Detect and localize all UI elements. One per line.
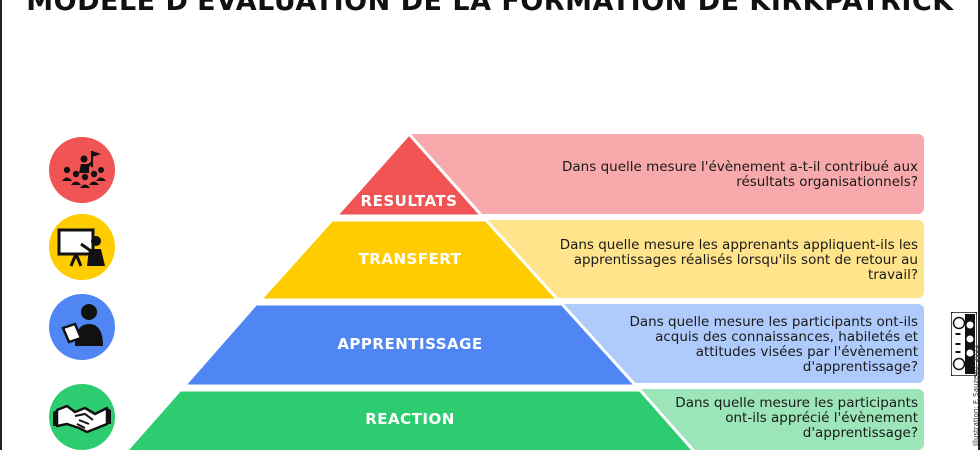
illustration-credit: Illustration: F. Sauzeau, 2022 <box>972 344 980 446</box>
page-title: MODÈLE D'ÉVALUATION DE LA FORMATION DE K… <box>26 0 954 17</box>
pyramid-level-reaction <box>125 388 695 450</box>
presenter-board-icon <box>49 214 115 280</box>
level-label-transfert: TRANSFERT <box>358 250 462 268</box>
question-reaction: Dans quelle mesure les participants ont-… <box>675 395 918 441</box>
leader-flag-group-icon <box>49 137 115 203</box>
level-label-apprentissage: APPRENTISSAGE <box>337 335 483 353</box>
cc-by-nc-sa-icon <box>951 312 977 376</box>
learner-reading-icon <box>49 294 115 360</box>
question-resultats: Dans quelle mesure l'évènement a-t-il co… <box>562 159 918 190</box>
pyramid-level-apprentissage <box>180 302 640 388</box>
band-resultats <box>409 134 924 214</box>
question-transfert: Dans quelle mesure les apprenants appliq… <box>559 237 918 283</box>
question-apprentissage: Dans quelle mesure les participants ont-… <box>629 314 919 375</box>
handshake-icon <box>49 384 115 450</box>
level-label-reaction: REACTION <box>365 410 455 428</box>
pyramid-level-transfert <box>256 218 562 302</box>
pyramid-level-resultats <box>332 131 486 218</box>
level-label-resultats: RESULTATS <box>360 192 458 210</box>
